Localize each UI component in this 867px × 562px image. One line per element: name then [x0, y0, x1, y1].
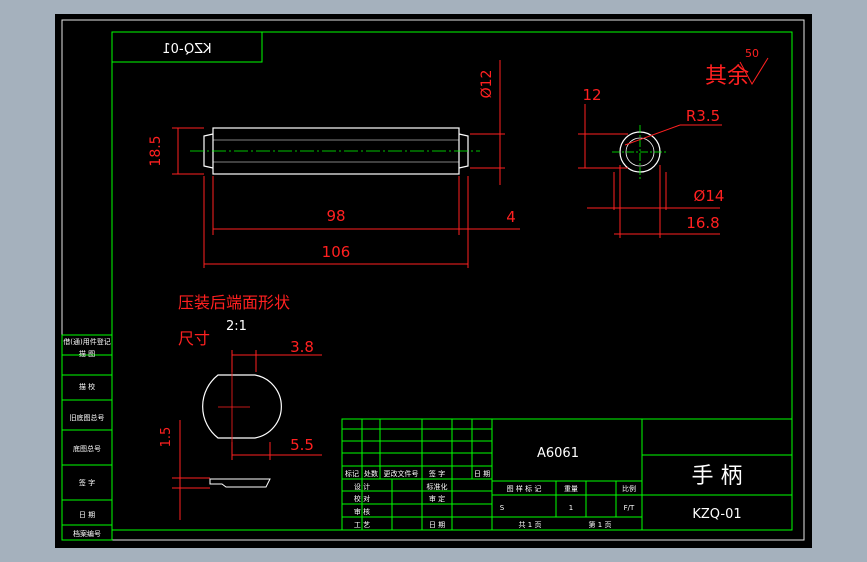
shaft-dimensions	[172, 60, 520, 268]
strip-label-3: 旧底图总号	[70, 413, 105, 422]
ratio-value: F/T	[624, 504, 635, 512]
part-name: 手 柄	[692, 464, 743, 489]
drawing-number-box	[111, 31, 263, 63]
std-label: 标准化	[427, 482, 448, 491]
strip-label-5: 签 字	[79, 478, 95, 487]
drawing-number-mirrored: KZQ-01	[162, 42, 211, 57]
strip-label-1: 描 图	[79, 349, 95, 358]
strip-label-0: 借(通)用件登记	[63, 337, 110, 346]
strip-label-7: 档案编号	[73, 529, 101, 538]
roughness-symbol	[739, 57, 769, 85]
dim-end-12: 12	[582, 86, 601, 104]
strip-label-2: 描 校	[79, 382, 95, 391]
outer-border	[61, 19, 805, 541]
ratio-label: 比例	[622, 484, 636, 493]
dim-length-98: 98	[326, 207, 345, 225]
role-label-review: 审 核	[354, 507, 370, 516]
section-note-line1: 压装后端面形状	[178, 293, 290, 312]
approve-label: 审 定	[429, 494, 445, 503]
dim-length-106: 106	[322, 243, 351, 261]
part-number: KZQ-01	[692, 507, 741, 522]
stage-value: S	[500, 504, 505, 512]
stage-label: 图 样 标 记	[507, 484, 542, 493]
strip-label-6: 日 期	[79, 511, 95, 519]
weight-label: 重量	[564, 485, 578, 493]
date-label: 日 期	[429, 521, 445, 529]
rev-header-3: 签 字	[429, 469, 445, 478]
weight-value: 1	[569, 504, 573, 512]
dim-dia-16-8: 16.8	[686, 214, 719, 232]
shaft-side-view	[190, 127, 480, 175]
role-label-design: 设 计	[354, 482, 370, 491]
sheet-total: 共 1 页	[519, 520, 542, 529]
rev-header-4: 日 期	[474, 470, 490, 478]
end-view-dimensions	[578, 104, 722, 238]
end-detail-view	[202, 370, 282, 444]
material: A6061	[537, 446, 579, 461]
rev-header-1: 处数	[364, 469, 378, 478]
dim-height-overall: 18.5	[148, 135, 164, 166]
dim-detail-3-8: 3.8	[290, 338, 314, 356]
rev-header-2: 更改文件号	[384, 469, 419, 478]
sheet-number: 第 1 页	[589, 520, 612, 529]
end-detail-dimensions	[172, 350, 322, 520]
roughness-note: 其余	[705, 64, 749, 89]
rev-header-0: 标记	[345, 469, 359, 478]
scale-note: 2:1	[226, 319, 247, 334]
end-detail-profile	[209, 478, 271, 488]
role-label-process: 工 艺	[354, 521, 370, 529]
shaft-end-view	[612, 125, 668, 180]
dim-length-4: 4	[506, 208, 516, 226]
left-strip	[61, 334, 113, 541]
drawing-paper	[55, 14, 812, 548]
role-label-check: 校 对	[354, 494, 370, 503]
strip-label-4: 底图总号	[73, 444, 101, 453]
dim-detail-5-5: 5.5	[290, 436, 314, 454]
section-note-line2: 尺寸	[178, 329, 210, 348]
title-block-grid	[341, 418, 793, 531]
dim-dia-14: Ø14	[694, 187, 725, 205]
dim-dia-shaft: Ø12	[479, 70, 495, 99]
roughness-value: 50	[745, 47, 759, 60]
dim-detail-1-5: 1.5	[159, 427, 174, 448]
dim-radius: R3.5	[686, 107, 720, 125]
